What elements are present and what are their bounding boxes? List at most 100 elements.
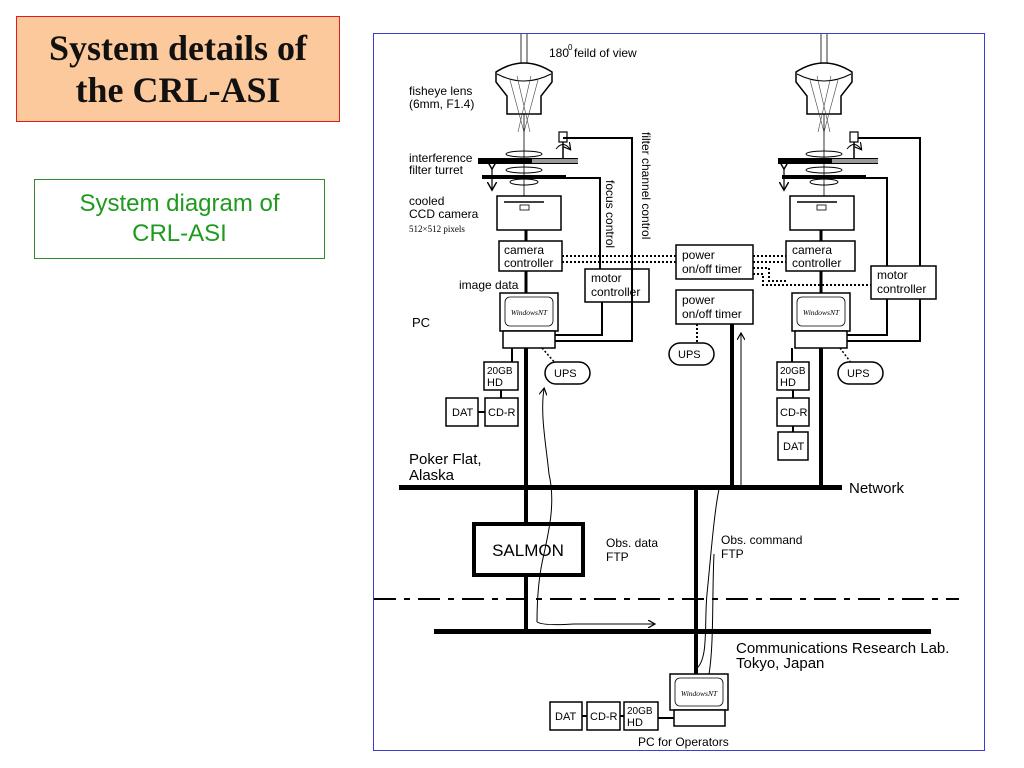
right-fisheye-lens bbox=[795, 62, 853, 133]
right-camera-controller: camera controller bbox=[785, 240, 856, 272]
right-optics: camera controller WindowsNT 20GB HD CD-R… bbox=[776, 34, 937, 487]
operator-dat-label: DAT bbox=[555, 711, 576, 723]
network-label: Network bbox=[849, 480, 905, 497]
site-label-1: Poker Flat, bbox=[409, 451, 482, 468]
left-ups: UPS bbox=[544, 361, 591, 385]
right-ups: UPS bbox=[837, 361, 884, 385]
focus-control-label: focus control bbox=[603, 180, 617, 248]
operator-cdr-label: CD-R bbox=[590, 711, 618, 723]
filter-turret-label-1: interference bbox=[409, 151, 473, 165]
left-motor-controller-label-1: motor bbox=[591, 271, 622, 285]
fov-label: 180 bbox=[549, 46, 569, 60]
right-camera-controller-label-1: camera bbox=[792, 243, 832, 257]
slide-subtitle: System diagram of CRL-ASI bbox=[79, 190, 280, 247]
power-timer-top-label-1: power bbox=[682, 248, 715, 262]
obs-data-label-2: FTP bbox=[606, 550, 629, 564]
system-diagram-svg: camera controller WindowsNT 20GB HD CD-R… bbox=[374, 34, 959, 749]
operator-pc-base bbox=[673, 709, 726, 727]
left-optics: camera controller WindowsNT 20GB HD CD-R… bbox=[445, 34, 650, 487]
fov-label-exp: 0 bbox=[568, 43, 573, 52]
left-ups-label: UPS bbox=[554, 368, 577, 380]
right-dat: DAT bbox=[777, 431, 809, 461]
slide-title: System details of the CRL-ASI bbox=[49, 28, 307, 110]
operator-hd-label-2: HD bbox=[627, 717, 643, 729]
left-pc-base bbox=[502, 330, 556, 349]
fov-label-rest: feild of view bbox=[574, 46, 637, 60]
right-hd-label-2: HD bbox=[780, 377, 796, 389]
right-hd: 20GB HD bbox=[776, 361, 810, 391]
operator-hd-label-1: 20GB bbox=[627, 706, 653, 717]
pc-operators-label: PC for Operators bbox=[638, 735, 729, 749]
filter-channel-control-label: filter channel control bbox=[639, 132, 653, 239]
left-cdr: CD-R bbox=[484, 397, 519, 427]
right-camera-controller-label-2: controller bbox=[792, 256, 841, 270]
pc-label: PC bbox=[412, 315, 430, 330]
left-motor-controller: motor controller bbox=[584, 268, 650, 303]
ccd-label-1: cooled bbox=[409, 194, 444, 208]
left-hd-label-1: 20GB bbox=[487, 366, 513, 377]
power-links bbox=[562, 255, 875, 286]
left-ccd-camera bbox=[496, 195, 562, 231]
right-ccd-camera bbox=[789, 195, 855, 231]
left-camera-controller-label-1: camera bbox=[504, 243, 544, 257]
center-ups-label: UPS bbox=[678, 349, 701, 361]
left-windows-nt-label: WindowsNT bbox=[511, 308, 548, 317]
crl-bus bbox=[434, 629, 931, 634]
fisheye-lens-label-2: (6mm, F1.4) bbox=[409, 97, 474, 111]
left-cdr-label: CD-R bbox=[488, 407, 516, 419]
right-ups-label: UPS bbox=[847, 368, 870, 380]
right-motor-controller-label-2: controller bbox=[877, 282, 926, 296]
network-bus bbox=[399, 485, 842, 490]
crl-label-1: Communications Research Lab. bbox=[736, 640, 949, 657]
left-dat-label: DAT bbox=[452, 407, 473, 419]
left-hd-label-2: HD bbox=[487, 377, 503, 389]
title-box: System details of the CRL-ASI bbox=[16, 16, 340, 122]
system-diagram: camera controller WindowsNT 20GB HD CD-R… bbox=[373, 33, 985, 751]
operator-pc-monitor: WindowsNT bbox=[669, 673, 729, 711]
center-power: power on/off timer power on/off timer UP… bbox=[668, 244, 754, 487]
right-pc-base bbox=[794, 330, 848, 349]
left-motor-controller-label-2: controller bbox=[591, 285, 640, 299]
obs-command-label-1: Obs. command bbox=[721, 533, 802, 547]
operator-dat: DAT bbox=[549, 701, 583, 731]
right-motor-controller-label-1: motor bbox=[877, 268, 908, 282]
crl-label-2: Tokyo, Japan bbox=[736, 655, 824, 672]
left-camera-controller-label-2: controller bbox=[504, 256, 553, 270]
power-timer-bottom-label-1: power bbox=[682, 293, 715, 307]
left-camera-controller: camera controller bbox=[498, 240, 563, 272]
right-pc-monitor: WindowsNT bbox=[791, 292, 851, 332]
fisheye-lens-label-1: fisheye lens bbox=[409, 84, 472, 98]
operator-windows-nt-label: WindowsNT bbox=[681, 689, 718, 698]
right-cdr-label: CD-R bbox=[780, 407, 808, 419]
left-pc-monitor: WindowsNT bbox=[499, 292, 559, 332]
left-fisheye-lens bbox=[495, 62, 553, 133]
subtitle-box: System diagram of CRL-ASI bbox=[34, 179, 325, 259]
left-filter-turret bbox=[478, 131, 578, 164]
right-cdr: CD-R bbox=[776, 397, 810, 427]
left-hd: 20GB HD bbox=[483, 361, 519, 391]
operator-hd: 20GB HD bbox=[623, 701, 659, 731]
obs-command-label-2: FTP bbox=[721, 547, 744, 561]
operator-cdr: CD-R bbox=[586, 701, 621, 731]
right-filter-turret bbox=[778, 131, 878, 164]
network-section: Poker Flat, Alaska Network SALMON Obs. d… bbox=[374, 389, 959, 749]
ccd-label-2: CCD camera bbox=[409, 207, 479, 221]
left-dat: DAT bbox=[445, 397, 479, 427]
center-ups: UPS bbox=[668, 342, 715, 366]
power-timer-top: power on/off timer bbox=[675, 244, 754, 280]
power-timer-top-label-2: on/off timer bbox=[682, 262, 742, 276]
filter-turret-label-2: filter turret bbox=[409, 163, 464, 177]
right-dat-label: DAT bbox=[783, 441, 804, 453]
power-timer-bottom-label-2: on/off timer bbox=[682, 307, 742, 321]
right-windows-nt-label: WindowsNT bbox=[803, 308, 840, 317]
salmon-label: SALMON bbox=[492, 541, 564, 560]
ccd-label-3: 512×512 pixels bbox=[409, 224, 465, 234]
site-label-2: Alaska bbox=[409, 467, 455, 484]
obs-data-label-1: Obs. data bbox=[606, 536, 658, 550]
left-labels: 180 0 feild of view fisheye lens (6mm, F… bbox=[409, 43, 653, 330]
salmon-box: SALMON bbox=[472, 522, 585, 577]
image-data-label: image data bbox=[459, 278, 519, 292]
right-hd-label-1: 20GB bbox=[780, 366, 806, 377]
right-motor-controller: motor controller bbox=[870, 265, 937, 300]
power-timer-bottom: power on/off timer bbox=[675, 289, 754, 325]
